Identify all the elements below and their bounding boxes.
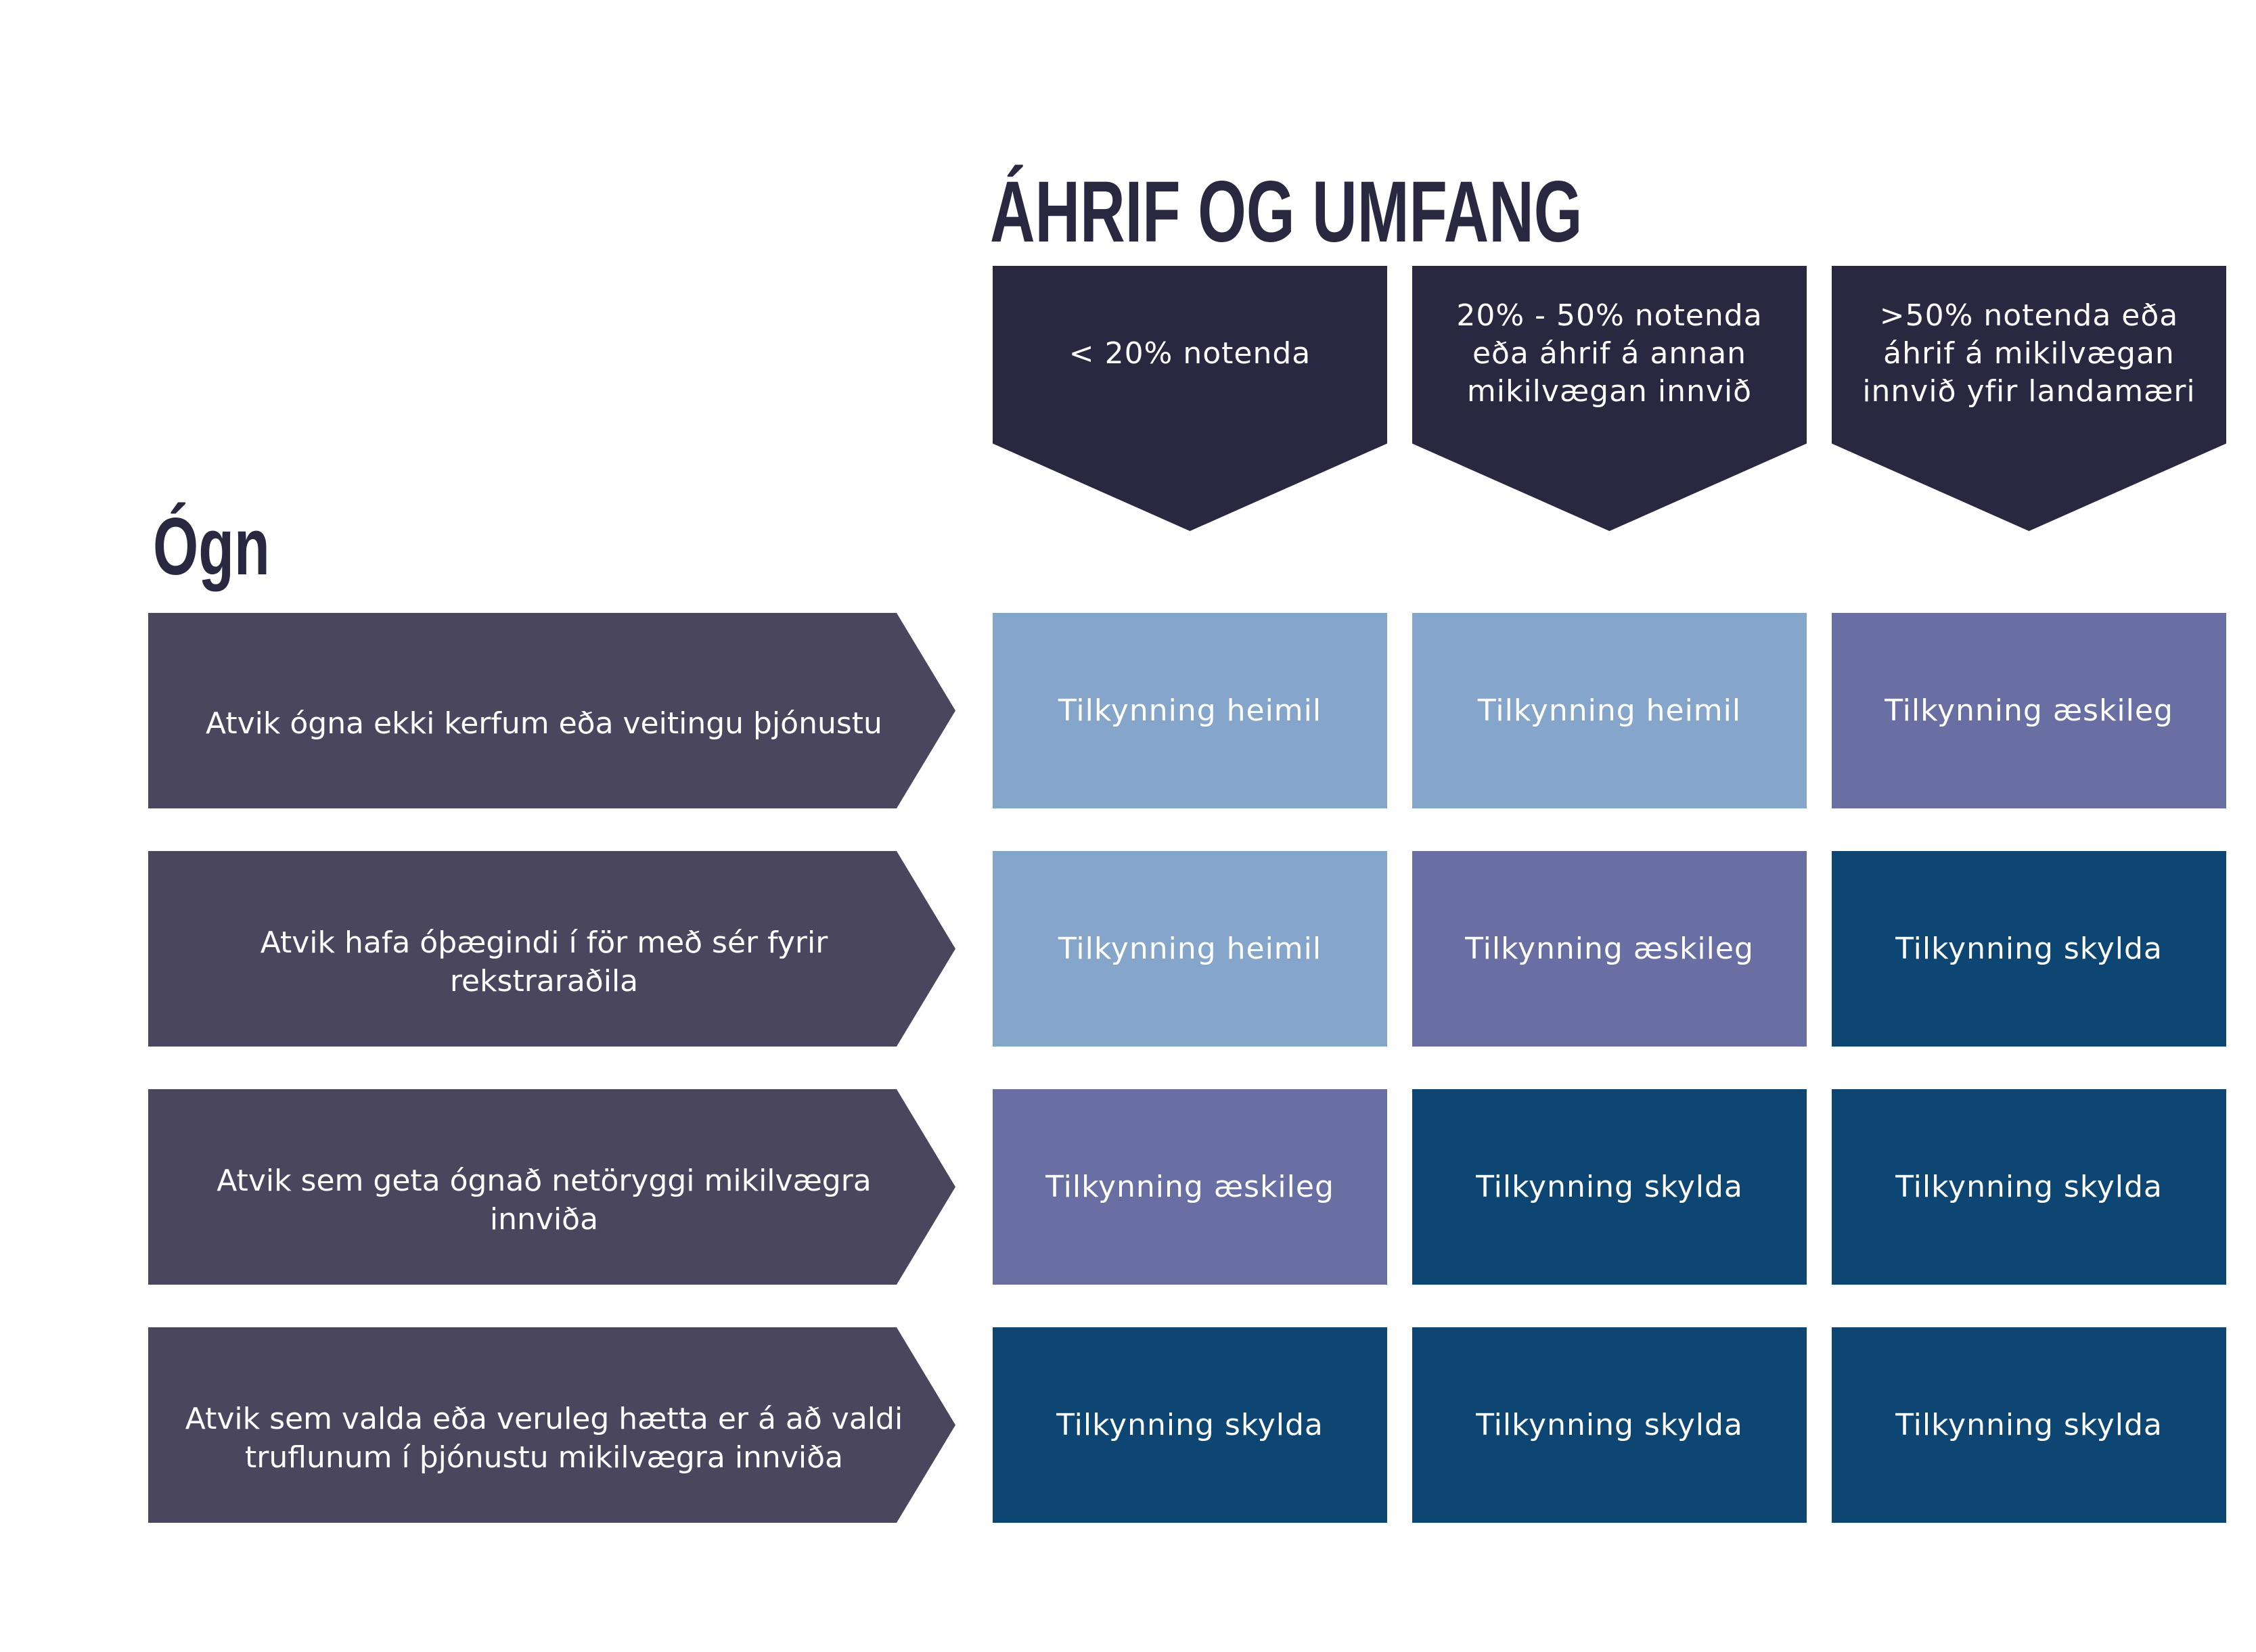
matrix-cell: Tilkynning skylda bbox=[1832, 1089, 2226, 1285]
column-header-impact-high: >50% notenda eða áhrif á mikilvægan innv… bbox=[1832, 266, 2226, 531]
row-label-threat-1: Atvik ógna ekki kerfum eða veitingu þjón… bbox=[148, 613, 955, 808]
column-header-label: < 20% notenda bbox=[1068, 336, 1311, 371]
matrix-cell: Tilkynning skylda bbox=[1832, 1327, 2226, 1523]
matrix-cell: Tilkynning æskileg bbox=[1412, 851, 1807, 1047]
column-header-label: >50% notenda eða áhrif á mikilvægan innv… bbox=[1862, 298, 2196, 409]
matrix-cell: Tilkynning skylda bbox=[1412, 1089, 1807, 1285]
matrix-cell: Tilkynning skylda bbox=[993, 1327, 1387, 1523]
column-header-impact-low: < 20% notenda bbox=[993, 266, 1387, 531]
column-header-label: 20% - 50% notenda eða áhrif á annan miki… bbox=[1456, 298, 1763, 409]
matrix-cell: Tilkynning heimil bbox=[993, 851, 1387, 1047]
row-label-threat-4: Atvik sem valda eða veruleg hætta er á a… bbox=[148, 1327, 955, 1523]
matrix-cell: Tilkynning skylda bbox=[1832, 851, 2226, 1047]
matrix-cell: Tilkynning skylda bbox=[1412, 1327, 1807, 1523]
matrix-cell: Tilkynning æskileg bbox=[1832, 613, 2226, 808]
row-label-text: Atvik ógna ekki kerfum eða veitingu þjón… bbox=[206, 706, 882, 741]
matrix-cell: Tilkynning æskileg bbox=[993, 1089, 1387, 1285]
row-label-text: Atvik sem valda eða veruleg hætta er á a… bbox=[185, 1402, 903, 1475]
threat-axis-title: Ógn bbox=[153, 501, 270, 592]
column-header-impact-medium: 20% - 50% notenda eða áhrif á annan miki… bbox=[1412, 266, 1807, 531]
matrix-cell: Tilkynning heimil bbox=[993, 613, 1387, 808]
matrix-cell: Tilkynning heimil bbox=[1412, 613, 1807, 808]
row-label-threat-3: Atvik sem geta ógnað netöryggi mikilvægr… bbox=[148, 1089, 955, 1285]
row-label-text: Atvik sem geta ógnað netöryggi mikilvægr… bbox=[217, 1164, 872, 1237]
row-label-text: Atvik hafa óþægindi í för með sér fyrir … bbox=[260, 925, 828, 999]
row-label-threat-2: Atvik hafa óþægindi í för með sér fyrir … bbox=[148, 851, 955, 1047]
matrix-title: ÁHRIF OG UMFANG bbox=[990, 164, 1583, 260]
